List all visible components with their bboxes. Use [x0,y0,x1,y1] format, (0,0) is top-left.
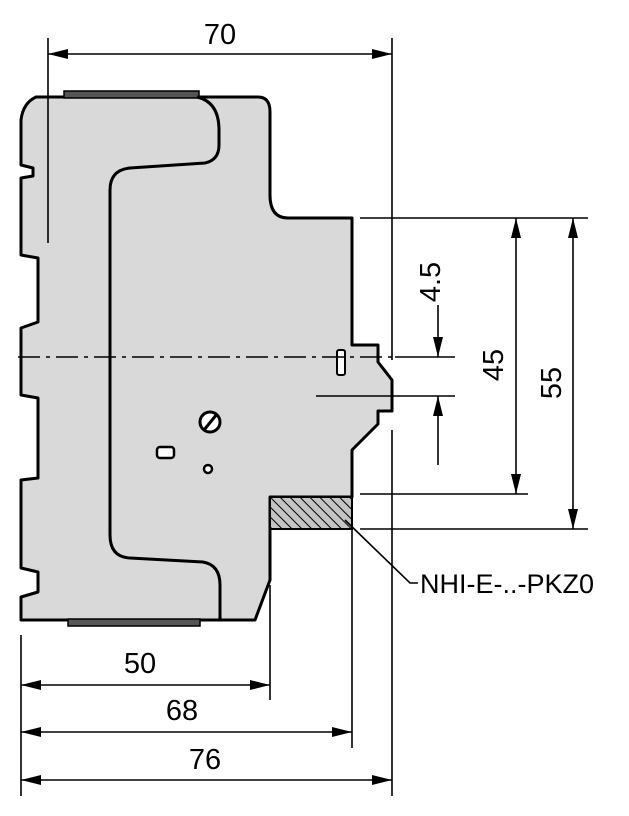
auxiliary-contact-hatched [269,496,353,530]
front-cover-outline [108,95,222,620]
dim-76-label: 76 [189,744,221,776]
indicator-dot [202,463,214,475]
indicator-window [155,445,176,460]
top-foot [63,90,200,99]
dim-68-label: 68 [166,695,198,727]
device-body [19,95,394,622]
callout-label: NHI-E-..-PKZ0 [420,569,594,599]
dim-70-label: 70 [204,19,236,51]
dim-50-label: 50 [124,648,156,680]
dim-55-label: 55 [536,367,568,399]
dim-45-label: 45 [478,349,510,381]
callout-leader [344,519,418,584]
adjust-screw-slot [202,413,219,431]
side-slot [336,349,346,376]
bottom-foot [67,618,201,627]
dim-4.5-label: 4.5 [415,262,447,302]
